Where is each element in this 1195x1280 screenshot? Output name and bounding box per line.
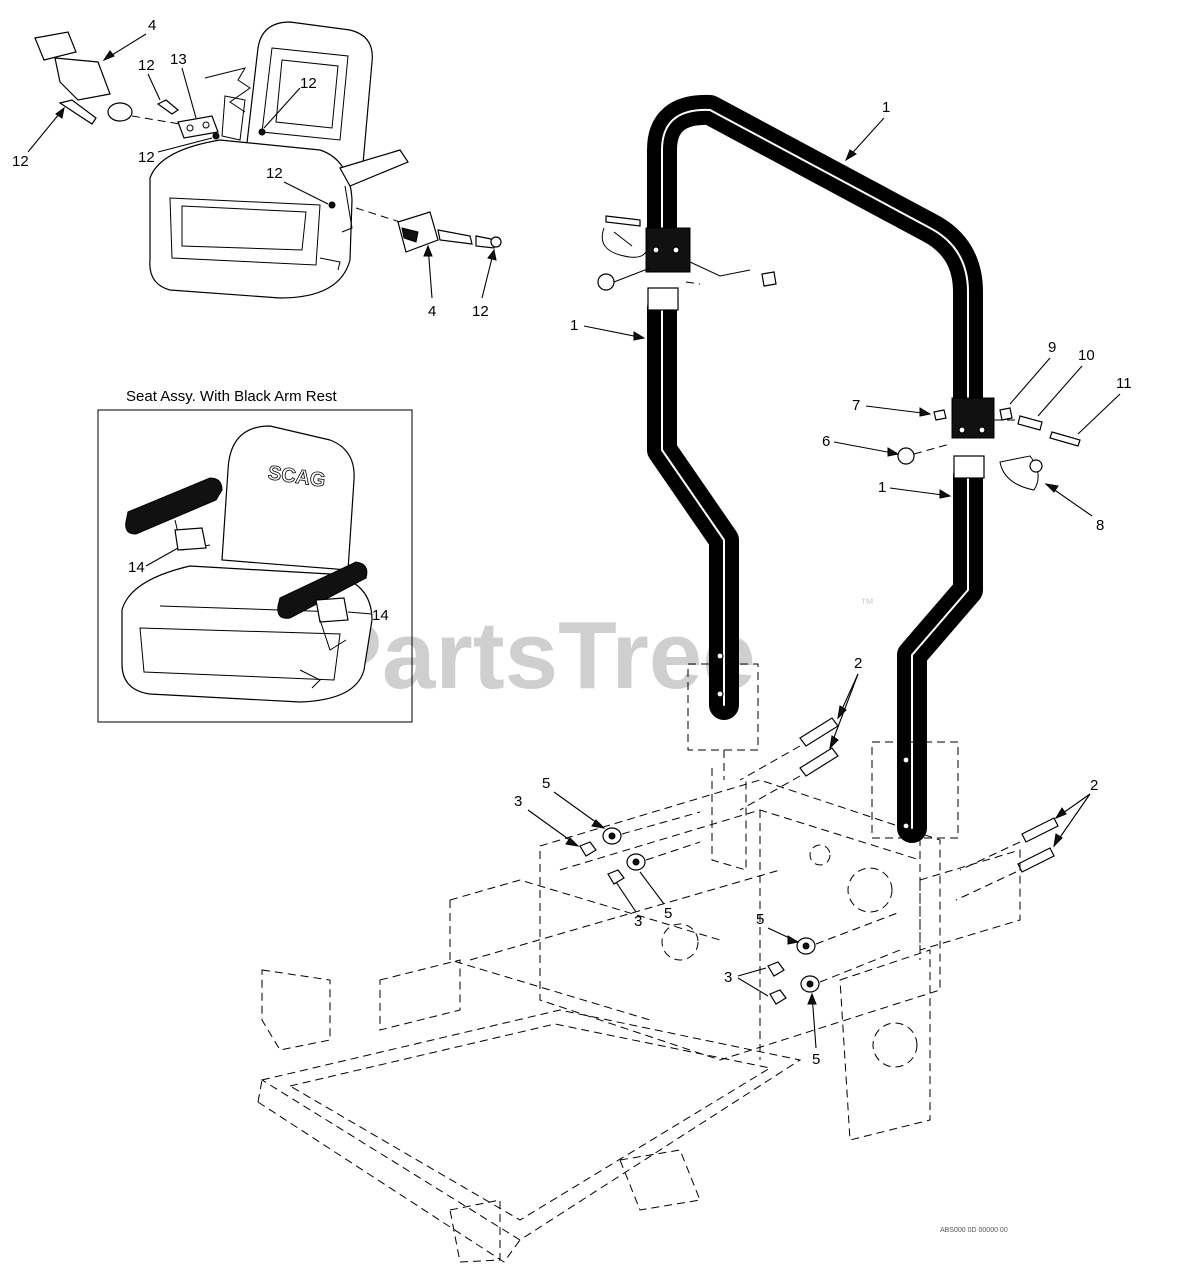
callout-12-c: 12 — [12, 153, 29, 170]
callout-12-b: 12 — [300, 75, 317, 92]
callout-5-d: 5 — [812, 1051, 820, 1068]
right-hinge-hardware — [897, 407, 1081, 491]
callout-12-a: 12 — [138, 57, 155, 74]
mower-frame — [257, 768, 1021, 1263]
left-hinge-hardware — [597, 215, 777, 291]
callout-1-left: 1 — [570, 317, 578, 334]
inset-box — [97, 409, 413, 723]
mounting-hardware — [579, 717, 1059, 1005]
callout-12-d: 12 — [138, 149, 155, 166]
callout-7: 7 — [852, 397, 860, 414]
callout-3-c: 3 — [724, 969, 732, 986]
callout-6: 6 — [822, 433, 830, 450]
callout-9: 9 — [1048, 339, 1056, 356]
callout-4-bottom: 4 — [428, 303, 436, 320]
callout-2-left: 2 — [854, 655, 862, 672]
callout-8: 8 — [1096, 517, 1104, 534]
callout-3-b: 3 — [634, 913, 642, 930]
callout-14-b: 14 — [372, 607, 389, 624]
inset-seat: SCAG — [121, 425, 373, 703]
callout-2-right: 2 — [1090, 777, 1098, 794]
watermark-trademark: ™ — [860, 595, 874, 611]
roll-bar — [645, 94, 995, 890]
callout-12-e: 12 — [266, 165, 283, 182]
callout-12-f: 12 — [472, 303, 489, 320]
callout-13: 13 — [170, 51, 187, 68]
callout-10: 10 — [1078, 347, 1095, 364]
callout-3-a: 3 — [514, 793, 522, 810]
callout-1-top: 1 — [882, 99, 890, 116]
watermark-text: PartsTree — [318, 602, 756, 709]
callout-11: 11 — [1116, 375, 1132, 392]
drawing-code: ABS000 0D 00000 00 — [940, 1227, 1008, 1234]
callout-4-top: 4 — [148, 17, 156, 34]
callout-5-b: 5 — [664, 905, 672, 922]
callout-5-a: 5 — [542, 775, 550, 792]
callout-1-right: 1 — [878, 479, 886, 496]
inset-title: Seat Assy. With Black Arm Rest — [126, 388, 337, 405]
seat-assembly — [34, 21, 502, 299]
callout-14-a: 14 — [128, 559, 145, 576]
